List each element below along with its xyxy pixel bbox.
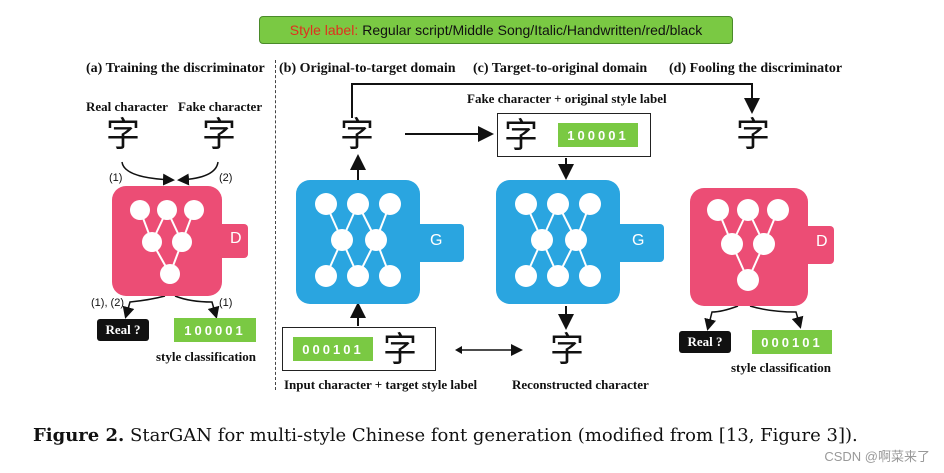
style-label-banner: Style label: Regular script/Middle Song/…	[259, 16, 733, 44]
panel-divider	[275, 60, 276, 390]
arrow-d-to-real	[122, 295, 166, 319]
style-classification-a: style classification	[156, 349, 257, 364]
target-glyph: 字	[736, 115, 770, 155]
generator-b	[296, 180, 464, 304]
arrow-loop-top	[351, 83, 760, 118]
arrow-d-to-class	[174, 295, 220, 319]
fake-box-label: Fake character + original style label	[467, 91, 667, 106]
generator-c-letter: G	[632, 232, 645, 249]
watermark: CSDN @啊菜来了	[824, 449, 930, 464]
figure-number: Figure 2.	[33, 425, 125, 446]
arrow-real-to-d	[121, 161, 175, 186]
arrow-fake-to-d	[177, 161, 219, 186]
discriminator-a-letter: D	[230, 230, 242, 247]
section-title-d: (d) Fooling the discriminator	[669, 61, 843, 76]
arrow-d2-to-class	[749, 305, 804, 329]
real-question-d: Real ?	[679, 331, 731, 353]
arrow-label-2: (2)	[219, 172, 233, 184]
section-title-c: (c) Target-to-original domain	[473, 61, 648, 76]
reconstructed-label: Reconstructed character	[512, 377, 649, 392]
figure-caption-text: StarGAN for multi-style Chinese font gen…	[130, 425, 858, 446]
fake-box-code: 100001	[558, 123, 638, 147]
fake-char-box: 字 100001	[497, 113, 651, 157]
arrow-label-1: (1)	[109, 172, 123, 184]
arrow-d2-to-real	[704, 305, 739, 331]
fake-character-label: Fake character	[178, 99, 263, 114]
style-label-prefix: Style label:	[289, 22, 359, 38]
discriminator-a	[112, 186, 248, 296]
output-label-left: (1), (2)	[91, 297, 124, 309]
discriminator-d-letter: D	[816, 233, 828, 250]
discriminator-d	[690, 188, 834, 306]
section-title-a: (a) Training the discriminator	[86, 61, 265, 76]
reconstructed-glyph: 字	[550, 330, 584, 370]
real-character-glyph: 字	[106, 115, 140, 155]
input-glyph: 字	[383, 330, 417, 370]
style-label-text: Regular script/Middle Song/Italic/Handwr…	[362, 22, 703, 38]
generator-b-letter: G	[430, 232, 443, 249]
real-question-a: Real ?	[97, 319, 149, 341]
generator-c	[496, 180, 664, 304]
style-code-a: 100001	[174, 318, 256, 342]
fake-character-glyph: 字	[202, 115, 236, 155]
input-code: 000101	[293, 337, 373, 361]
real-character-label: Real character	[86, 99, 168, 114]
generated-glyph: 字	[340, 115, 374, 155]
style-classification-d: style classification	[731, 360, 832, 375]
input-char-box: 000101 字	[282, 327, 436, 371]
input-char-label: Input character + target style label	[284, 377, 478, 392]
section-title-b: (b) Original-to-target domain	[279, 61, 456, 76]
figure-caption: Figure 2. StarGAN for multi-style Chines…	[33, 425, 858, 446]
output-label-right: (1)	[219, 297, 233, 309]
style-code-d: 000101	[752, 330, 832, 354]
fake-box-glyph: 字	[504, 116, 538, 156]
